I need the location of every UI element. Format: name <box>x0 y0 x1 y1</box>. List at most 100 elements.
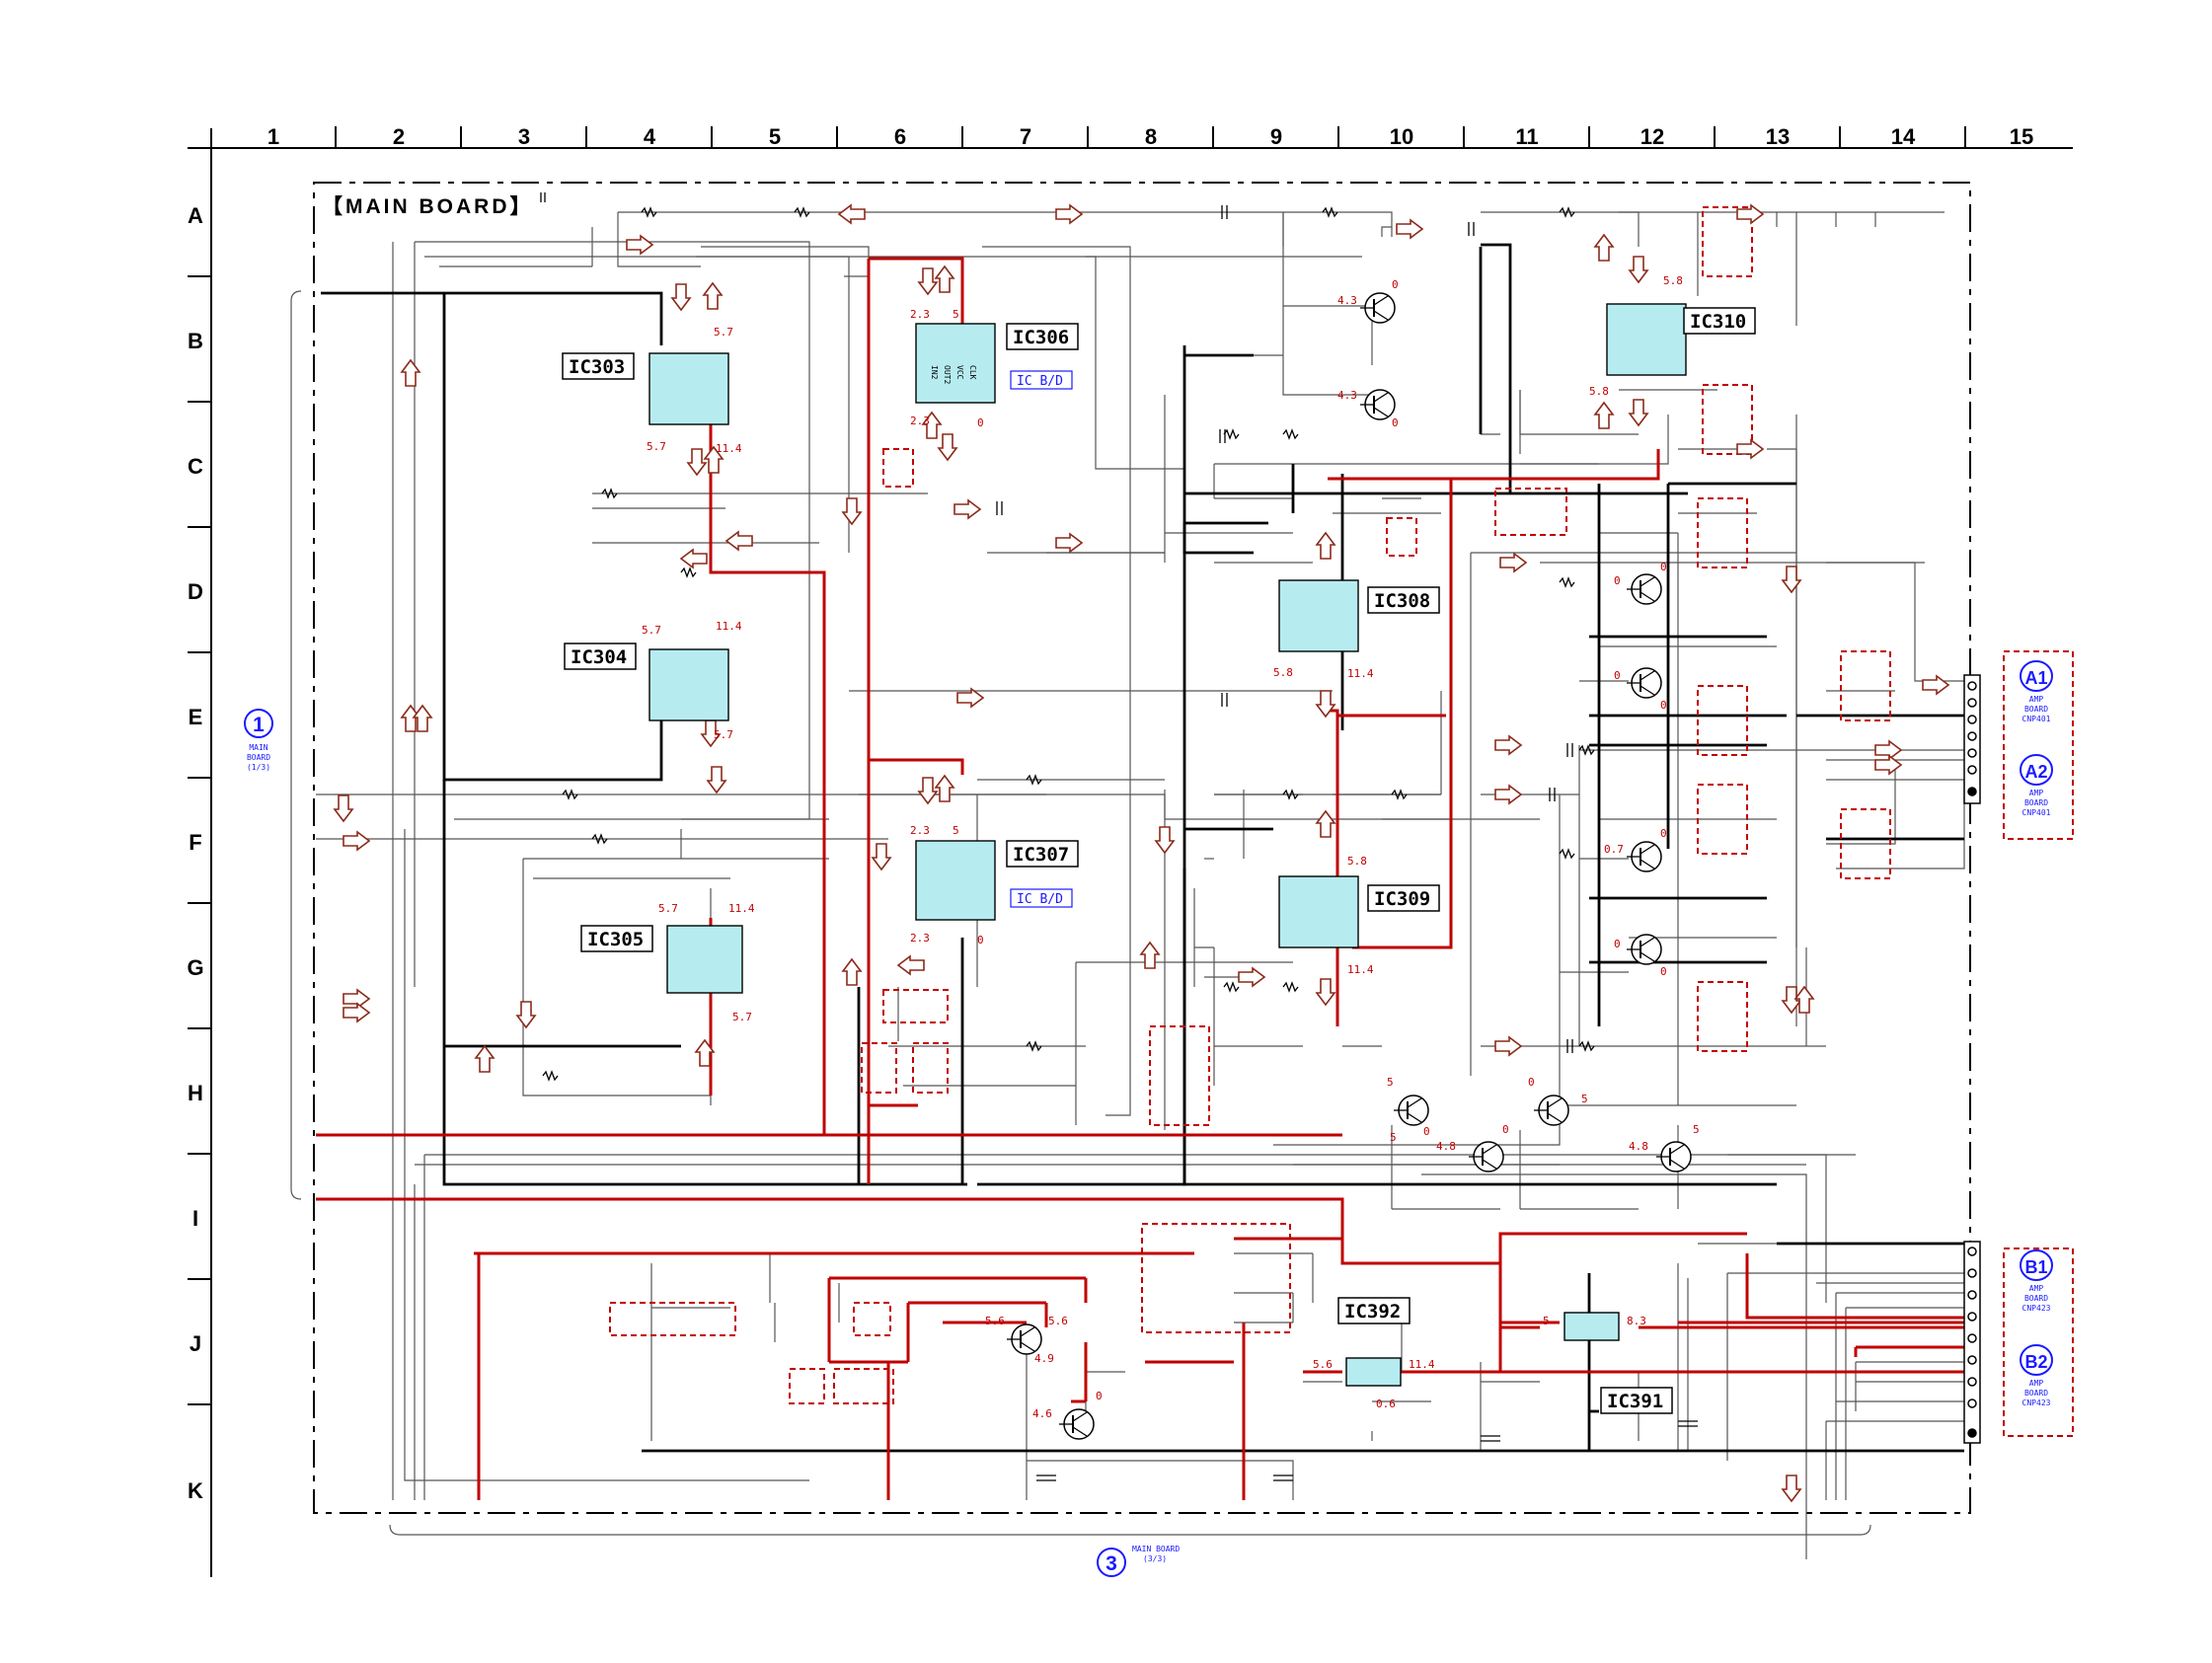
col-7: 7 <box>1020 124 1031 149</box>
svg-text:0: 0 <box>1660 561 1667 573</box>
col-2: 2 <box>393 124 405 149</box>
svg-text:0: 0 <box>1392 416 1399 429</box>
ic309-label: IC309 <box>1374 888 1430 910</box>
svg-text:0: 0 <box>977 934 984 946</box>
connector-amp-b2: B2 AMP BOARD CNP423 <box>2020 1344 2053 1407</box>
connector-amp-a1: A1 AMP BOARD CNP401 <box>2020 660 2053 723</box>
svg-text:5: 5 <box>1390 1131 1397 1144</box>
svg-text:(1/3): (1/3) <box>247 763 270 772</box>
svg-text:AMP: AMP <box>2029 1379 2044 1388</box>
svg-text:8.3: 8.3 <box>1627 1315 1646 1327</box>
col-1: 1 <box>267 124 279 149</box>
svg-text:5.6: 5.6 <box>1313 1358 1333 1371</box>
svg-text:0: 0 <box>1614 669 1621 682</box>
col-15: 15 <box>2010 124 2033 149</box>
grid-ruler: 1 2 3 4 5 6 7 8 9 10 11 12 13 14 15 A B … <box>187 124 2073 1577</box>
row-k: K <box>188 1478 203 1503</box>
row-e: E <box>189 705 203 729</box>
svg-text:4.8: 4.8 <box>1436 1140 1456 1153</box>
component-outlines <box>609 206 2074 1437</box>
svg-text:5.6: 5.6 <box>985 1315 1005 1327</box>
svg-text:11.4: 11.4 <box>716 442 742 455</box>
svg-text:0: 0 <box>1614 574 1621 587</box>
svg-text:OUT2: OUT2 <box>943 365 952 384</box>
svg-text:VCC: VCC <box>955 365 964 380</box>
passive-components <box>540 192 1698 1481</box>
svg-text:0: 0 <box>1528 1076 1535 1089</box>
row-h: H <box>188 1081 203 1105</box>
board-outline <box>313 182 1971 1514</box>
ic391-label: IC391 <box>1607 1391 1663 1412</box>
col-10: 10 <box>1390 124 1413 149</box>
row-c: C <box>188 454 203 479</box>
svg-text:MAIN BOARD: MAIN BOARD <box>1132 1545 1180 1553</box>
svg-text:A1: A1 <box>2024 668 2047 688</box>
svg-text:5.7: 5.7 <box>714 326 733 339</box>
col-8: 8 <box>1145 124 1157 149</box>
svg-text:5.8: 5.8 <box>1663 274 1683 287</box>
row-b: B <box>188 329 203 353</box>
ic304-label: IC304 <box>571 646 627 668</box>
svg-text:0: 0 <box>1423 1125 1430 1138</box>
svg-text:CNP423: CNP423 <box>2022 1304 2051 1313</box>
svg-text:5.8: 5.8 <box>1589 385 1609 398</box>
svg-text:0: 0 <box>1392 278 1399 291</box>
svg-text:5: 5 <box>1693 1123 1700 1136</box>
svg-text:2.3: 2.3 <box>910 415 930 427</box>
svg-text:AMP: AMP <box>2029 695 2044 704</box>
power-wiring <box>316 257 1964 1500</box>
voltage-annotations: 5.7 5.7 11.4 5.7 11.4 5.7 5.7 11.4 5.7 2… <box>642 274 1700 1420</box>
svg-text:0: 0 <box>1614 938 1621 950</box>
ic-chip-bodies <box>648 303 1687 1387</box>
svg-text:5: 5 <box>1543 1315 1550 1327</box>
connector-amp-b1: B1 AMP BOARD CNP423 <box>2020 1249 2053 1313</box>
row-d: D <box>188 579 203 604</box>
svg-text:MAIN: MAIN <box>249 743 267 752</box>
svg-text:5: 5 <box>1387 1076 1394 1089</box>
bus-brackets <box>290 290 1871 1536</box>
row-j: J <box>190 1331 201 1356</box>
ic305-label: IC305 <box>587 929 644 950</box>
ic307-sublabel: IC B/D <box>1017 892 1063 907</box>
row-i: I <box>192 1206 198 1231</box>
svg-text:11.4: 11.4 <box>728 902 755 915</box>
col-4: 4 <box>644 124 656 149</box>
svg-text:3: 3 <box>1106 1552 1117 1575</box>
svg-text:5.7: 5.7 <box>658 902 678 915</box>
svg-text:0: 0 <box>1502 1123 1509 1136</box>
svg-text:BOARD: BOARD <box>2024 705 2048 714</box>
svg-text:BOARD: BOARD <box>2024 1389 2048 1398</box>
svg-text:0: 0 <box>977 416 984 429</box>
svg-text:CNP401: CNP401 <box>2022 715 2051 723</box>
ic306-pin-names: IN2 OUT2 VCC CLK <box>930 365 977 384</box>
svg-text:AMP: AMP <box>2029 1284 2044 1293</box>
svg-text:A2: A2 <box>2024 762 2047 782</box>
svg-text:B2: B2 <box>2024 1352 2047 1372</box>
col-12: 12 <box>1640 124 1664 149</box>
board-title: 【MAIN BOARD】 <box>322 195 534 218</box>
ic308-label: IC308 <box>1374 590 1430 612</box>
svg-text:(3/3): (3/3) <box>1143 1554 1167 1563</box>
svg-text:0: 0 <box>1660 965 1667 978</box>
ic310-label: IC310 <box>1690 311 1746 333</box>
col-11: 11 <box>1515 124 1538 149</box>
col-6: 6 <box>894 124 906 149</box>
connector-main-board-3: 3 MAIN BOARD (3/3) <box>1097 1545 1180 1577</box>
connector-pin-strips <box>1963 674 1981 1444</box>
col-9: 9 <box>1270 124 1282 149</box>
col-3: 3 <box>518 124 530 149</box>
svg-text:CNP401: CNP401 <box>2022 808 2051 817</box>
svg-text:IN2: IN2 <box>930 365 939 380</box>
svg-text:CNP423: CNP423 <box>2022 1398 2051 1407</box>
svg-text:5: 5 <box>953 824 959 837</box>
svg-text:4.3: 4.3 <box>1337 389 1357 402</box>
svg-text:11.4: 11.4 <box>1409 1358 1435 1371</box>
ic392-label: IC392 <box>1344 1301 1401 1323</box>
col-5: 5 <box>769 124 781 149</box>
svg-text:4.3: 4.3 <box>1337 294 1357 307</box>
svg-text:2.3: 2.3 <box>910 308 930 321</box>
ic307-label: IC307 <box>1013 844 1069 866</box>
svg-text:0: 0 <box>1096 1390 1103 1402</box>
signal-wiring <box>316 211 1974 1559</box>
